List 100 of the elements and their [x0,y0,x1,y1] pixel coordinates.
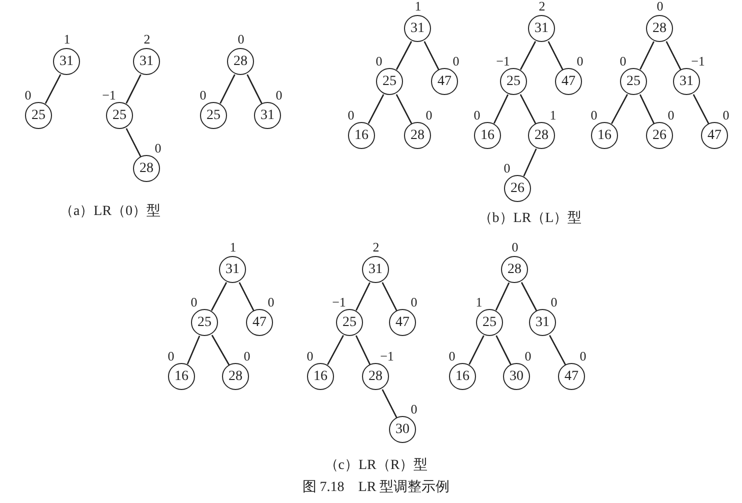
tree-edge [382,389,398,418]
balance-factor: 0 [576,54,584,68]
tree-node: 31 [404,15,431,42]
tree-edge [692,94,710,124]
tree-edge [640,41,654,70]
tree-edge [356,282,370,311]
balance-factor: 0 [244,350,250,362]
balance-factor: −1 [332,296,346,308]
balance-factor: 0 [238,32,244,46]
balance-factor: 0 [348,108,354,122]
tree-node: 28 [404,122,431,149]
balance-factor: 0 [474,108,480,122]
balance-factor: 2 [144,32,150,46]
balance-factor: 0 [268,296,274,308]
tree-edge [220,74,236,104]
tree-edge [126,74,142,104]
tree-edge [611,94,628,124]
tree-node: 28 [362,363,389,390]
tree-edge [639,94,655,124]
tree-node: 16 [307,363,334,390]
tree-node: 47 [246,309,273,336]
balance-factor: 2 [372,240,380,254]
tree-node: 25 [620,68,647,95]
tree-node: 16 [168,363,195,390]
balance-factor: 0 [168,350,174,362]
tree-edge [238,282,254,311]
tree-edge [44,74,62,104]
tree-node: 28 [501,256,528,283]
balance-factor: −1 [691,54,705,68]
tree-node: 25 [476,309,503,336]
tree-node: 28 [222,363,249,390]
balance-factor: 1 [550,108,556,122]
tree-node: 16 [348,122,375,149]
tree-node: 26 [504,175,531,202]
tree-edge [520,282,538,311]
tree-node: 47 [701,122,728,149]
tree-node: 47 [431,68,458,95]
tree-edge [424,41,440,70]
tree-edge [327,335,344,365]
tree-edge [126,128,142,157]
balance-factor: 1 [230,240,236,254]
tree-edge [520,41,536,70]
tree-edge [382,282,398,311]
balance-factor: 0 [410,402,418,416]
tree-node: 25 [376,68,403,95]
balance-factor: 0 [512,240,518,254]
balance-factor: 0 [524,350,532,362]
balance-factor: 0 [620,54,626,68]
tree-node: 31 [528,15,555,42]
subfigure-caption: （c）LR（R）型 [324,459,428,473]
tree-edge [549,335,566,365]
tree-node: 28 [227,48,254,75]
tree-edge [548,41,564,70]
tree-edge [396,41,412,70]
tree-node: 31 [529,309,556,336]
balance-factor: 0 [24,88,32,102]
balance-factor: 1 [476,296,482,308]
tree-node: 31 [254,102,281,129]
tree-edge [210,282,228,311]
subfigure-caption: （a）LR（0）型 [59,205,161,219]
balance-factor: 0 [276,88,282,102]
tree-node: 26 [646,122,673,149]
tree-node: 30 [389,416,416,443]
balance-factor: 0 [190,296,198,308]
tree-node: 25 [25,102,52,129]
tree-node: 31 [53,48,80,75]
tree-node: 16 [449,363,476,390]
balance-factor: 0 [200,88,206,102]
balance-factor: 0 [426,108,432,122]
tree-node: 31 [362,256,389,283]
tree-edge [186,336,200,364]
tree-edge [523,148,537,177]
tree-edge [666,41,682,70]
balance-factor: 0 [668,108,674,122]
tree-node: 28 [646,15,673,42]
balance-factor: −1 [496,54,510,68]
balance-factor: 1 [64,32,70,46]
balance-factor: −1 [102,88,116,102]
figure-title: 图 7.18 LR 型调整示例 [302,481,450,495]
tree-edge [355,335,371,365]
balance-factor: 0 [590,108,598,122]
balance-factor: 0 [550,296,558,308]
tree-edge [495,282,510,311]
balance-factor: 0 [452,54,460,68]
tree-node: 16 [591,122,618,149]
tree-node: 31 [673,68,700,95]
tree-node: 25 [500,68,527,95]
balance-factor: 2 [538,0,546,12]
tree-edge [493,94,509,124]
tree-node: 25 [336,309,363,336]
tree-node: 25 [191,309,218,336]
balance-factor: 0 [448,350,456,362]
tree-node: 31 [133,48,160,75]
tree-node: 25 [106,102,133,129]
tree-edge [396,94,412,124]
tree-node: 47 [389,309,416,336]
tree-edge [496,335,512,365]
tree-node: 28 [133,155,160,182]
balance-factor: −1 [380,350,394,362]
tree-edge [368,94,384,124]
